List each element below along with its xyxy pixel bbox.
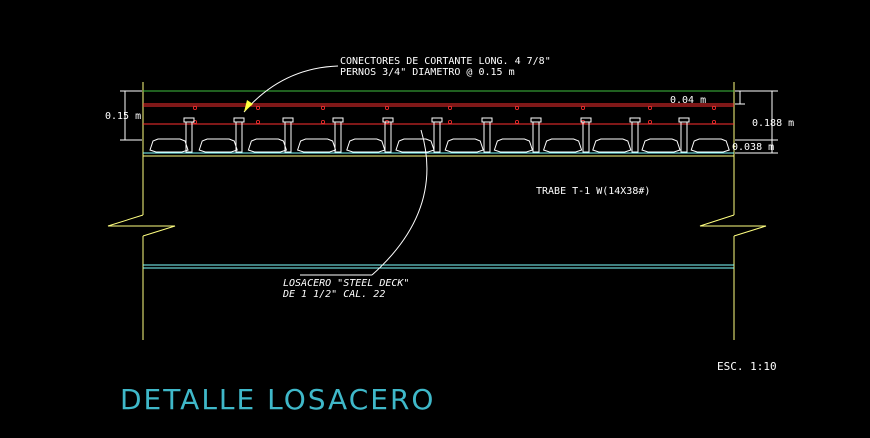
beam-outline (107, 82, 767, 340)
steel-deck-ribs (149, 138, 730, 153)
deck-rib (296, 138, 337, 153)
dim-deck-height: 0.038 m (732, 142, 774, 153)
scale-label: ESC. 1:10 (717, 360, 777, 373)
stud-shank (433, 121, 441, 153)
connector-leader (243, 65, 339, 113)
rebar-dot (320, 120, 325, 125)
rebar-dot (581, 106, 586, 111)
dim-top-cover: 0.04 m (670, 95, 706, 106)
rebar-dots (192, 106, 717, 125)
rebar-dot (712, 106, 717, 111)
stud-head (282, 117, 294, 123)
stud-head (382, 117, 394, 123)
stud-shank (483, 121, 491, 153)
connector-arrowhead (244, 100, 253, 112)
left-break-line (107, 214, 176, 237)
rebar-dot (320, 106, 325, 111)
rebar-dot (515, 106, 520, 111)
beam-label: TRABE T-1 W(14X38#) (536, 186, 650, 197)
deck-rib (641, 138, 681, 153)
stud-head (431, 117, 443, 123)
rebar-dot (255, 106, 260, 111)
right-break-line (699, 214, 767, 237)
stud-shank (680, 121, 688, 153)
stud-shank (532, 121, 540, 153)
deck-rib (395, 138, 435, 153)
stud-head (332, 117, 344, 123)
rebar-dot (515, 120, 520, 125)
rebar-lines (143, 103, 734, 125)
stud-head (233, 117, 245, 123)
deck-lines (143, 152, 734, 269)
rebar-dot (648, 120, 653, 125)
stud-head (530, 117, 542, 123)
deck-rib (346, 138, 386, 153)
rebar-dot (255, 120, 260, 125)
deck-rib (149, 138, 189, 153)
stud-head (629, 117, 641, 123)
stud-head (183, 117, 195, 123)
rebar-dot (648, 106, 653, 111)
shear-connectors (183, 117, 690, 153)
drawing-title: DETALLE LOSACERO (120, 383, 435, 416)
deck-leader (371, 129, 428, 276)
dim-middle: 0.188 m (752, 118, 794, 129)
stud-shank (631, 121, 639, 153)
stud-head (678, 117, 690, 123)
stud-head (580, 117, 592, 123)
stud-shank (384, 121, 392, 153)
rebar-dot (384, 106, 389, 111)
deck-label-line1: LOSACERO "STEEL DECK" (283, 278, 409, 289)
leaders (243, 65, 428, 276)
rebar-dot (447, 106, 452, 111)
rebar-dot (192, 106, 197, 111)
rebar-dot (447, 120, 452, 125)
deck-rib (690, 138, 730, 153)
dimension-lines (120, 90, 778, 154)
rebar-dot (712, 120, 717, 125)
deck-rib (542, 138, 583, 153)
deck-rib (493, 138, 534, 153)
stud-shank (185, 121, 193, 153)
deck-rib (444, 138, 484, 153)
stud-shank (235, 121, 243, 153)
deck-rib (247, 138, 288, 153)
connectors-label-line1: CONECTORES DE CORTANTE LONG. 4 7/8" (340, 56, 551, 67)
stud-shank (284, 121, 292, 153)
stud-shank (582, 121, 590, 153)
deck-rib (198, 138, 238, 153)
deck-rib (592, 138, 632, 153)
connectors-label-line2: PERNOS 3/4" DIAMETRO @ 0.15 m (340, 67, 515, 78)
stud-head (481, 117, 493, 123)
stud-shank (334, 121, 342, 153)
deck-label-line2: DE 1 1/2" CAL. 22 (282, 289, 385, 300)
dim-slab-total: 0.15 m (105, 111, 141, 122)
